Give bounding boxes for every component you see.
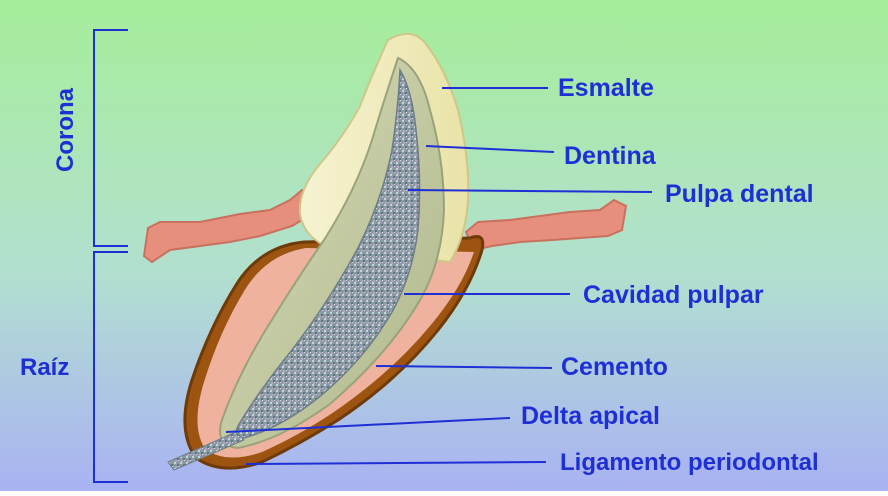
ligamento-periodontal-label: Ligamento periodontal xyxy=(560,451,819,475)
corona-label: Corona xyxy=(54,92,80,172)
pulpa-dental-label: Pulpa dental xyxy=(665,182,814,207)
esmalte-label: Esmalte xyxy=(558,76,654,101)
cavidad-pulpar-label: Cavidad pulpar xyxy=(583,283,764,308)
delta-apical-label: Delta apical xyxy=(521,404,660,429)
cemento-label: Cemento xyxy=(561,355,668,380)
dentina-label: Dentina xyxy=(564,144,656,169)
raiz-label: Raíz xyxy=(20,356,69,380)
